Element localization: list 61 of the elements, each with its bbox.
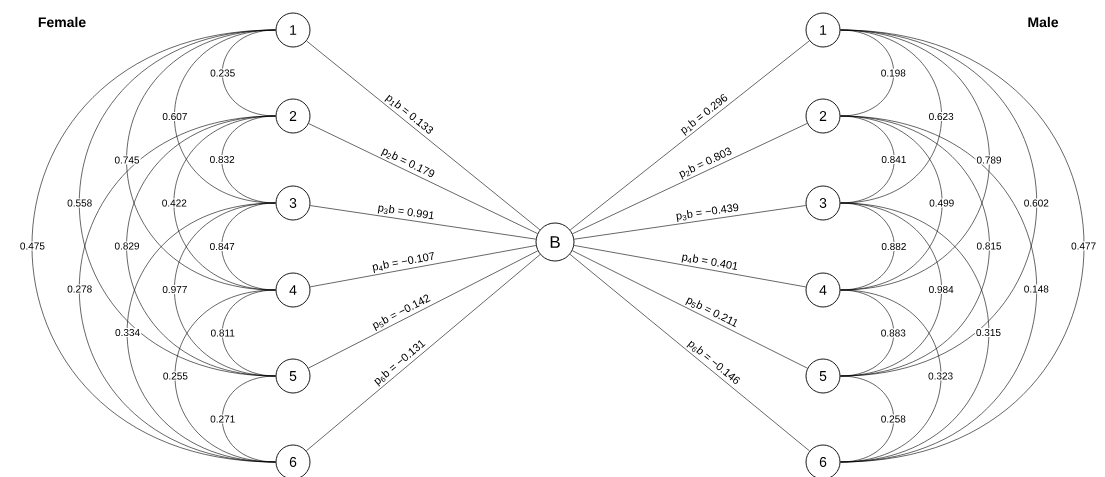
edge-label: 0.602 [1022, 198, 1050, 208]
edge-label: 0.148 [1022, 284, 1050, 294]
edge-label: 0.255 [161, 371, 189, 381]
edge-label: 0.832 [208, 154, 236, 165]
path-line [569, 40, 810, 231]
edge-label: 0.235 [209, 68, 237, 78]
edge-label: p$_{3}$b = −0.439 [676, 203, 739, 222]
path-line [309, 205, 537, 240]
path-line [309, 245, 537, 288]
group-title: Female [38, 16, 86, 28]
path-line [573, 205, 807, 240]
edge-label: p$_{2}$b = 0.179 [380, 148, 435, 178]
correlation-arc [126, 202, 276, 463]
path-line [573, 245, 807, 288]
edge-label: 0.334 [114, 327, 142, 338]
correlation-arc [78, 115, 276, 463]
correlation-arc [840, 375, 895, 463]
edge-label: 0.977 [161, 284, 189, 295]
path-line [572, 123, 808, 235]
edge-label: 0.847 [208, 241, 236, 252]
edge-label: 0.745 [113, 155, 141, 165]
edge-label: p$_{4}$b = 0.401 [681, 254, 737, 271]
edge-label: 0.984 [927, 284, 955, 295]
edge-label: 0.198 [879, 68, 907, 78]
edge-label: 0.829 [113, 241, 141, 251]
correlation-arc [221, 375, 276, 463]
edge-label: p$_{5}$b = 0.211 [685, 297, 738, 328]
path-line [569, 254, 810, 452]
edge-label: 0.789 [975, 155, 1003, 165]
edge-label: 0.422 [160, 198, 188, 208]
edge-label: 0.278 [66, 284, 94, 294]
edge-label: 0.811 [209, 328, 236, 338]
edge-label: 0.477 [1070, 241, 1098, 251]
edge-label: 0.258 [879, 414, 907, 424]
edge-label: 0.315 [974, 327, 1002, 338]
path-line [308, 250, 538, 369]
edge-label: 0.883 [879, 328, 907, 338]
edge-label: 0.475 [18, 241, 46, 251]
path-line [572, 250, 808, 369]
correlation-arc [174, 289, 276, 463]
edge-label: 0.882 [880, 241, 908, 252]
path-line [306, 40, 541, 231]
edge-label: 0.815 [975, 241, 1003, 251]
edge-label: 0.499 [928, 198, 956, 208]
edge-label: 0.323 [927, 371, 955, 381]
correlation-arc [31, 29, 276, 463]
group-title: Male [1028, 16, 1059, 28]
edge-label: 0.607 [161, 111, 189, 122]
edge-label: 0.841 [880, 154, 908, 165]
path-line [308, 123, 538, 234]
correlation-arc [840, 29, 1085, 463]
correlation-arc [840, 202, 990, 463]
edge-label: 0.271 [209, 414, 237, 424]
correlation-arc [840, 289, 942, 463]
edge-label: p$_{2}$b = 0.803 [679, 147, 732, 180]
edge-label: p$_{3}$b = 0.991 [377, 204, 434, 220]
correlation-arc [840, 115, 1038, 463]
edge-label: p$_{4}$b = −0.107 [372, 252, 434, 273]
path-line [306, 254, 541, 452]
edge-label: 0.623 [927, 111, 955, 122]
edge-label: 0.558 [66, 198, 94, 208]
